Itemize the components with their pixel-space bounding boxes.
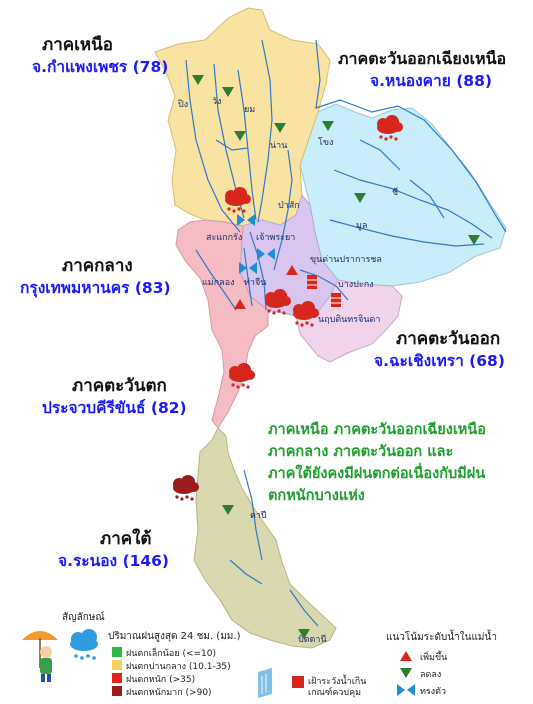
river-trib-1 [215,139,249,151]
region-name: ภาคใต้ [100,529,152,549]
summary-line: ตกหนักบางแห่ง [268,488,365,504]
region-province: กรุงเทพมหานคร (83) [20,279,171,297]
river-label-chi: ชี [392,187,398,198]
summary-line: ภาคกลาง ภาคตะวันออก และ [268,444,454,460]
rain-level-heavy: ฝนตกหนัก (>35) [126,675,196,685]
trend-steady-label: ทรงตัว [420,687,447,697]
region-name: ภาคตะวันออกเฉียงเหนือ [338,49,507,68]
river-label-maeklong: แม่กลอง [202,278,235,288]
rain-cloud-icon [70,629,98,660]
trend-rise-label: เพิ่มขึ้น [420,653,448,663]
region-label-south: ภาคใต้ จ.ระนอง (146) [58,528,169,572]
rain-level-very-heavy: ฝนตกหนักมาก (>90) [126,688,212,698]
region-province: จ.หนองคาย (88) [370,72,492,90]
region-province: จ.ระนอง (146) [58,552,170,570]
river-label-nan: น่าน [270,141,287,151]
dam-legend-label-line1: เฝ้าระวังน้ำเกิน [308,677,367,687]
river-pattani [289,589,319,627]
rain-cloud-icon [229,363,255,389]
river-tapi [243,469,263,561]
trend-fall-label: ลดลง [420,670,442,680]
rain-level-swatch-moderate [112,660,122,670]
dam-icon [330,292,342,308]
river-label-thachin: ท่าจีน [244,277,266,288]
dam-icon [306,274,318,290]
dam-legend-label-line2: เกณฑ์ควบคุม [308,688,362,698]
triangle-down-icon [400,668,412,678]
river-bangpakong [299,269,349,301]
summary-line: ภาคเหนือ ภาคตะวันออกเฉียงเหนือ [268,422,486,438]
region-label-north: ภาคเหนือ จ.กำแพงเพชร (78) [32,34,168,78]
river-thachin [243,247,253,307]
region-label-east: ภาคตะวันออก จ.ฉะเชิงเทรา (68) [374,328,505,372]
legend-rain-title: ปริมาณฝนสูงสุด 24 ชม. (มม.) [108,631,241,642]
river-label-wang: วัง [212,97,221,107]
river-trib-4 [229,559,263,585]
river-network [185,39,507,627]
region-province: จ.ฉะเชิงเทรา (68) [374,352,505,370]
region-label-central: ภาคกลาง กรุงเทพมหานคร (83) [20,255,171,299]
river-pasak [273,149,293,271]
legend-trend-title: แนวโน้มระดับน้ำในแม่น้ำ [386,632,497,643]
rain-level-swatch-light [112,647,122,657]
river-label-pattani: ปัตตานี [298,634,327,645]
rain-cloud-icon [173,475,199,501]
river-label-mekong: โขง [318,137,333,148]
river-maeklong [195,249,237,311]
region-south-area [193,427,337,649]
river-mun [329,219,485,247]
river-mekong [315,39,507,233]
region-label-northeast: ภาคตะวันออกเฉียงเหนือ จ.หนองคาย (88) [338,48,506,92]
region-name: ภาคตะวันออก [396,329,501,349]
region-name: ภาคตะวันตก [72,376,167,396]
river-ping [185,59,241,233]
triangle-up-icon [400,651,412,661]
river-trib-2 [359,139,401,171]
region-label-west: ภาคตะวันตก ประจวบคีรีขันธ์ (82) [42,375,187,419]
river-trib-3 [409,179,445,219]
rain-level-swatch-very-heavy [112,686,122,696]
region-province: จ.กำแพงเพชร (78) [32,58,169,76]
river-chi [333,169,493,239]
river-label-bangpakong: บางปะกง [338,280,374,290]
river-yom [237,69,257,221]
river-label-yom: ยม [244,105,255,115]
station-label-khundan: ขุนด่านปราการชล [310,255,382,265]
river-label-mun: มูล [356,221,367,231]
river-label-ping: ปิง [178,99,188,110]
dam-icon [258,668,304,698]
river-label-chaophraya: เจ้าพระยา [256,232,295,243]
rain-level-swatch-heavy [112,673,122,683]
station-label-naruebodin: นฤบดินทรจินดา [318,314,380,325]
region-province: ประจวบคีรีขันธ์ (82) [42,399,187,417]
boy-umbrella-icon [22,631,58,682]
region-name: ภาคกลาง [62,256,133,276]
summary-line: ภาคใต้ยังคงมีฝนตกต่อเนื่องกับมีฝน [268,466,486,482]
double-arrow-icon [397,684,415,696]
rain-level-light: ฝนตกเล็กน้อย (<=10) [126,649,217,659]
river-nan [257,39,273,223]
river-label-pasak: ป่าสัก [278,201,300,211]
river-label-tapi: ตาปี [250,510,267,521]
legend-symbol-title: สัญลักษณ์ [62,612,105,623]
rain-level-moderate: ฝนตกปานกลาง (10.1-35) [126,662,231,672]
river-chaophraya [249,231,267,311]
rain-summary: ภาคเหนือ ภาคตะวันออกเฉียงเหนือ ภาคกลาง ภ… [268,419,533,507]
river-labels: ปิง วัง ยม น่าน โขง ชี มูล ป่าสัก สะแกกร… [178,97,398,645]
region-name: ภาคเหนือ [42,35,113,55]
river-label-sakaekrang: สะแกกรัง [206,233,242,243]
